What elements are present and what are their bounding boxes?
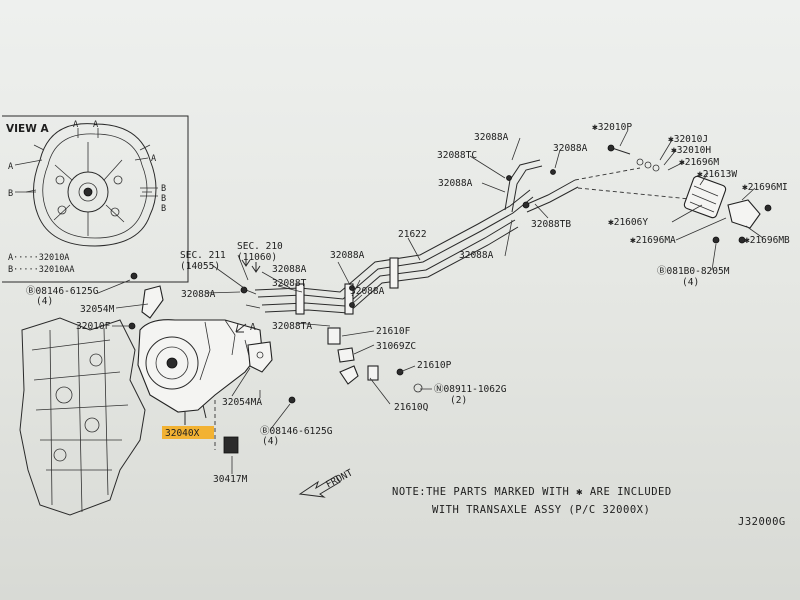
highlight-32040x-box bbox=[162, 426, 214, 439]
label-21696m: ✱21696M bbox=[679, 157, 719, 168]
label-21696mb: ✱21696MB bbox=[744, 235, 790, 246]
label-08911-1062g: Ⓝ08911-1062G bbox=[434, 384, 507, 395]
label-21610f: 21610F bbox=[376, 326, 411, 337]
view-a-arrow-label: A bbox=[250, 322, 256, 333]
view-legend-b: B·····32010AA bbox=[8, 265, 75, 275]
label-21613w: ✱21613W bbox=[697, 169, 737, 180]
label-32088tb: 32088TB bbox=[531, 219, 571, 230]
label-front: FRONT bbox=[324, 467, 355, 490]
view-a-inset: VIEW A A A A A B B B B A·····32010A B···… bbox=[2, 115, 189, 283]
label-32088ta: 32088TA bbox=[272, 321, 312, 332]
label-32054m: 32054M bbox=[80, 304, 115, 315]
label-08146-bottom: Ⓑ08146-6125G bbox=[260, 426, 333, 437]
cooler-tubes-drawing bbox=[245, 144, 772, 315]
label-21696mi: ✱21696MI bbox=[742, 182, 788, 193]
label-21610q: 21610Q bbox=[394, 402, 429, 413]
label-08146-bottom-qty: (4) bbox=[262, 436, 279, 447]
label-32088a-8: 32088A bbox=[350, 286, 385, 297]
small-parts-drawing bbox=[128, 272, 423, 454]
label-32088a-5: 32088A bbox=[272, 264, 307, 275]
view-legend-a: A·····32010A bbox=[8, 253, 69, 263]
engine-block-drawing bbox=[19, 317, 146, 516]
label-081b0-8205m: Ⓑ081B0-8205M bbox=[657, 266, 730, 277]
label-30417m: 30417M bbox=[213, 474, 248, 485]
label-32088a-2: 32088A bbox=[438, 178, 473, 189]
label-sec210-sub: (11060) bbox=[237, 252, 277, 263]
label-32088a-6: 32088A bbox=[181, 289, 216, 300]
label-08146-top-qty: (4) bbox=[36, 296, 53, 307]
view-a-title: VIEW A bbox=[6, 123, 49, 135]
sec210-arrow-icon bbox=[251, 262, 261, 273]
label-081b0-qty: (4) bbox=[682, 277, 699, 288]
front-arrow-icon bbox=[298, 475, 341, 498]
label-08146-top: Ⓑ08146-6125G bbox=[26, 286, 99, 297]
label-32088tc: 32088TC bbox=[437, 150, 477, 161]
part-labels: 32088A 32088TC 32088A 32088A 32088TB 320… bbox=[26, 122, 790, 491]
label-32010p: ✱32010P bbox=[592, 122, 632, 133]
label-sec211-sub: (14055) bbox=[180, 261, 220, 272]
label-sec210: SEC. 210 bbox=[237, 241, 283, 252]
view-callout-a-3: A bbox=[8, 162, 13, 172]
label-21622: 21622 bbox=[398, 229, 427, 240]
view-callout-a-1: A bbox=[73, 120, 78, 130]
label-32088a-7: 32088A bbox=[330, 250, 365, 261]
diagram-id: J32000G bbox=[738, 516, 786, 528]
label-sec211: SEC. 211 bbox=[180, 250, 226, 261]
note-line-2: WITH TRANSAXLE ASSY (P/C 32000X) bbox=[432, 504, 650, 516]
label-32040x: 32040X bbox=[165, 428, 200, 439]
view-callout-a-2: A bbox=[93, 120, 98, 130]
note-block: NOTE:THE PARTS MARKED WITH ✱ ARE INCLUDE… bbox=[392, 486, 786, 528]
label-32088a-4: 32088A bbox=[459, 250, 494, 261]
label-21696ma: ✱21696MA bbox=[630, 235, 676, 246]
label-32088t: 32088T bbox=[272, 278, 307, 289]
label-32010f: 32010F bbox=[76, 321, 111, 332]
leader-lines bbox=[97, 129, 764, 474]
label-32054ma: 32054MA bbox=[222, 397, 262, 408]
sec211-arrow-icon bbox=[241, 254, 251, 267]
view-callout-a-4: A bbox=[151, 154, 156, 164]
label-21606y: ✱21606Y bbox=[608, 217, 648, 228]
label-08911-qty: (2) bbox=[450, 395, 467, 406]
view-callout-b-2: B bbox=[161, 184, 166, 194]
direction-arrows: A bbox=[235, 254, 341, 498]
label-32088a-1: 32088A bbox=[474, 132, 509, 143]
label-31069zc: 31069ZC bbox=[376, 341, 416, 352]
label-32010h: ✱32010H bbox=[671, 145, 711, 156]
view-a-arrow-icon bbox=[235, 323, 247, 333]
view-callout-b-1: B bbox=[8, 189, 13, 199]
label-32010j: ✱32010J bbox=[668, 134, 708, 145]
note-line-1: NOTE:THE PARTS MARKED WITH ✱ ARE INCLUDE… bbox=[392, 486, 672, 498]
transaxle-drawing bbox=[137, 319, 273, 425]
label-21610p: 21610P bbox=[417, 360, 452, 371]
label-32088a-3: 32088A bbox=[553, 143, 588, 154]
view-callout-b-4: B bbox=[161, 204, 166, 214]
view-callout-b-3: B bbox=[161, 194, 166, 204]
